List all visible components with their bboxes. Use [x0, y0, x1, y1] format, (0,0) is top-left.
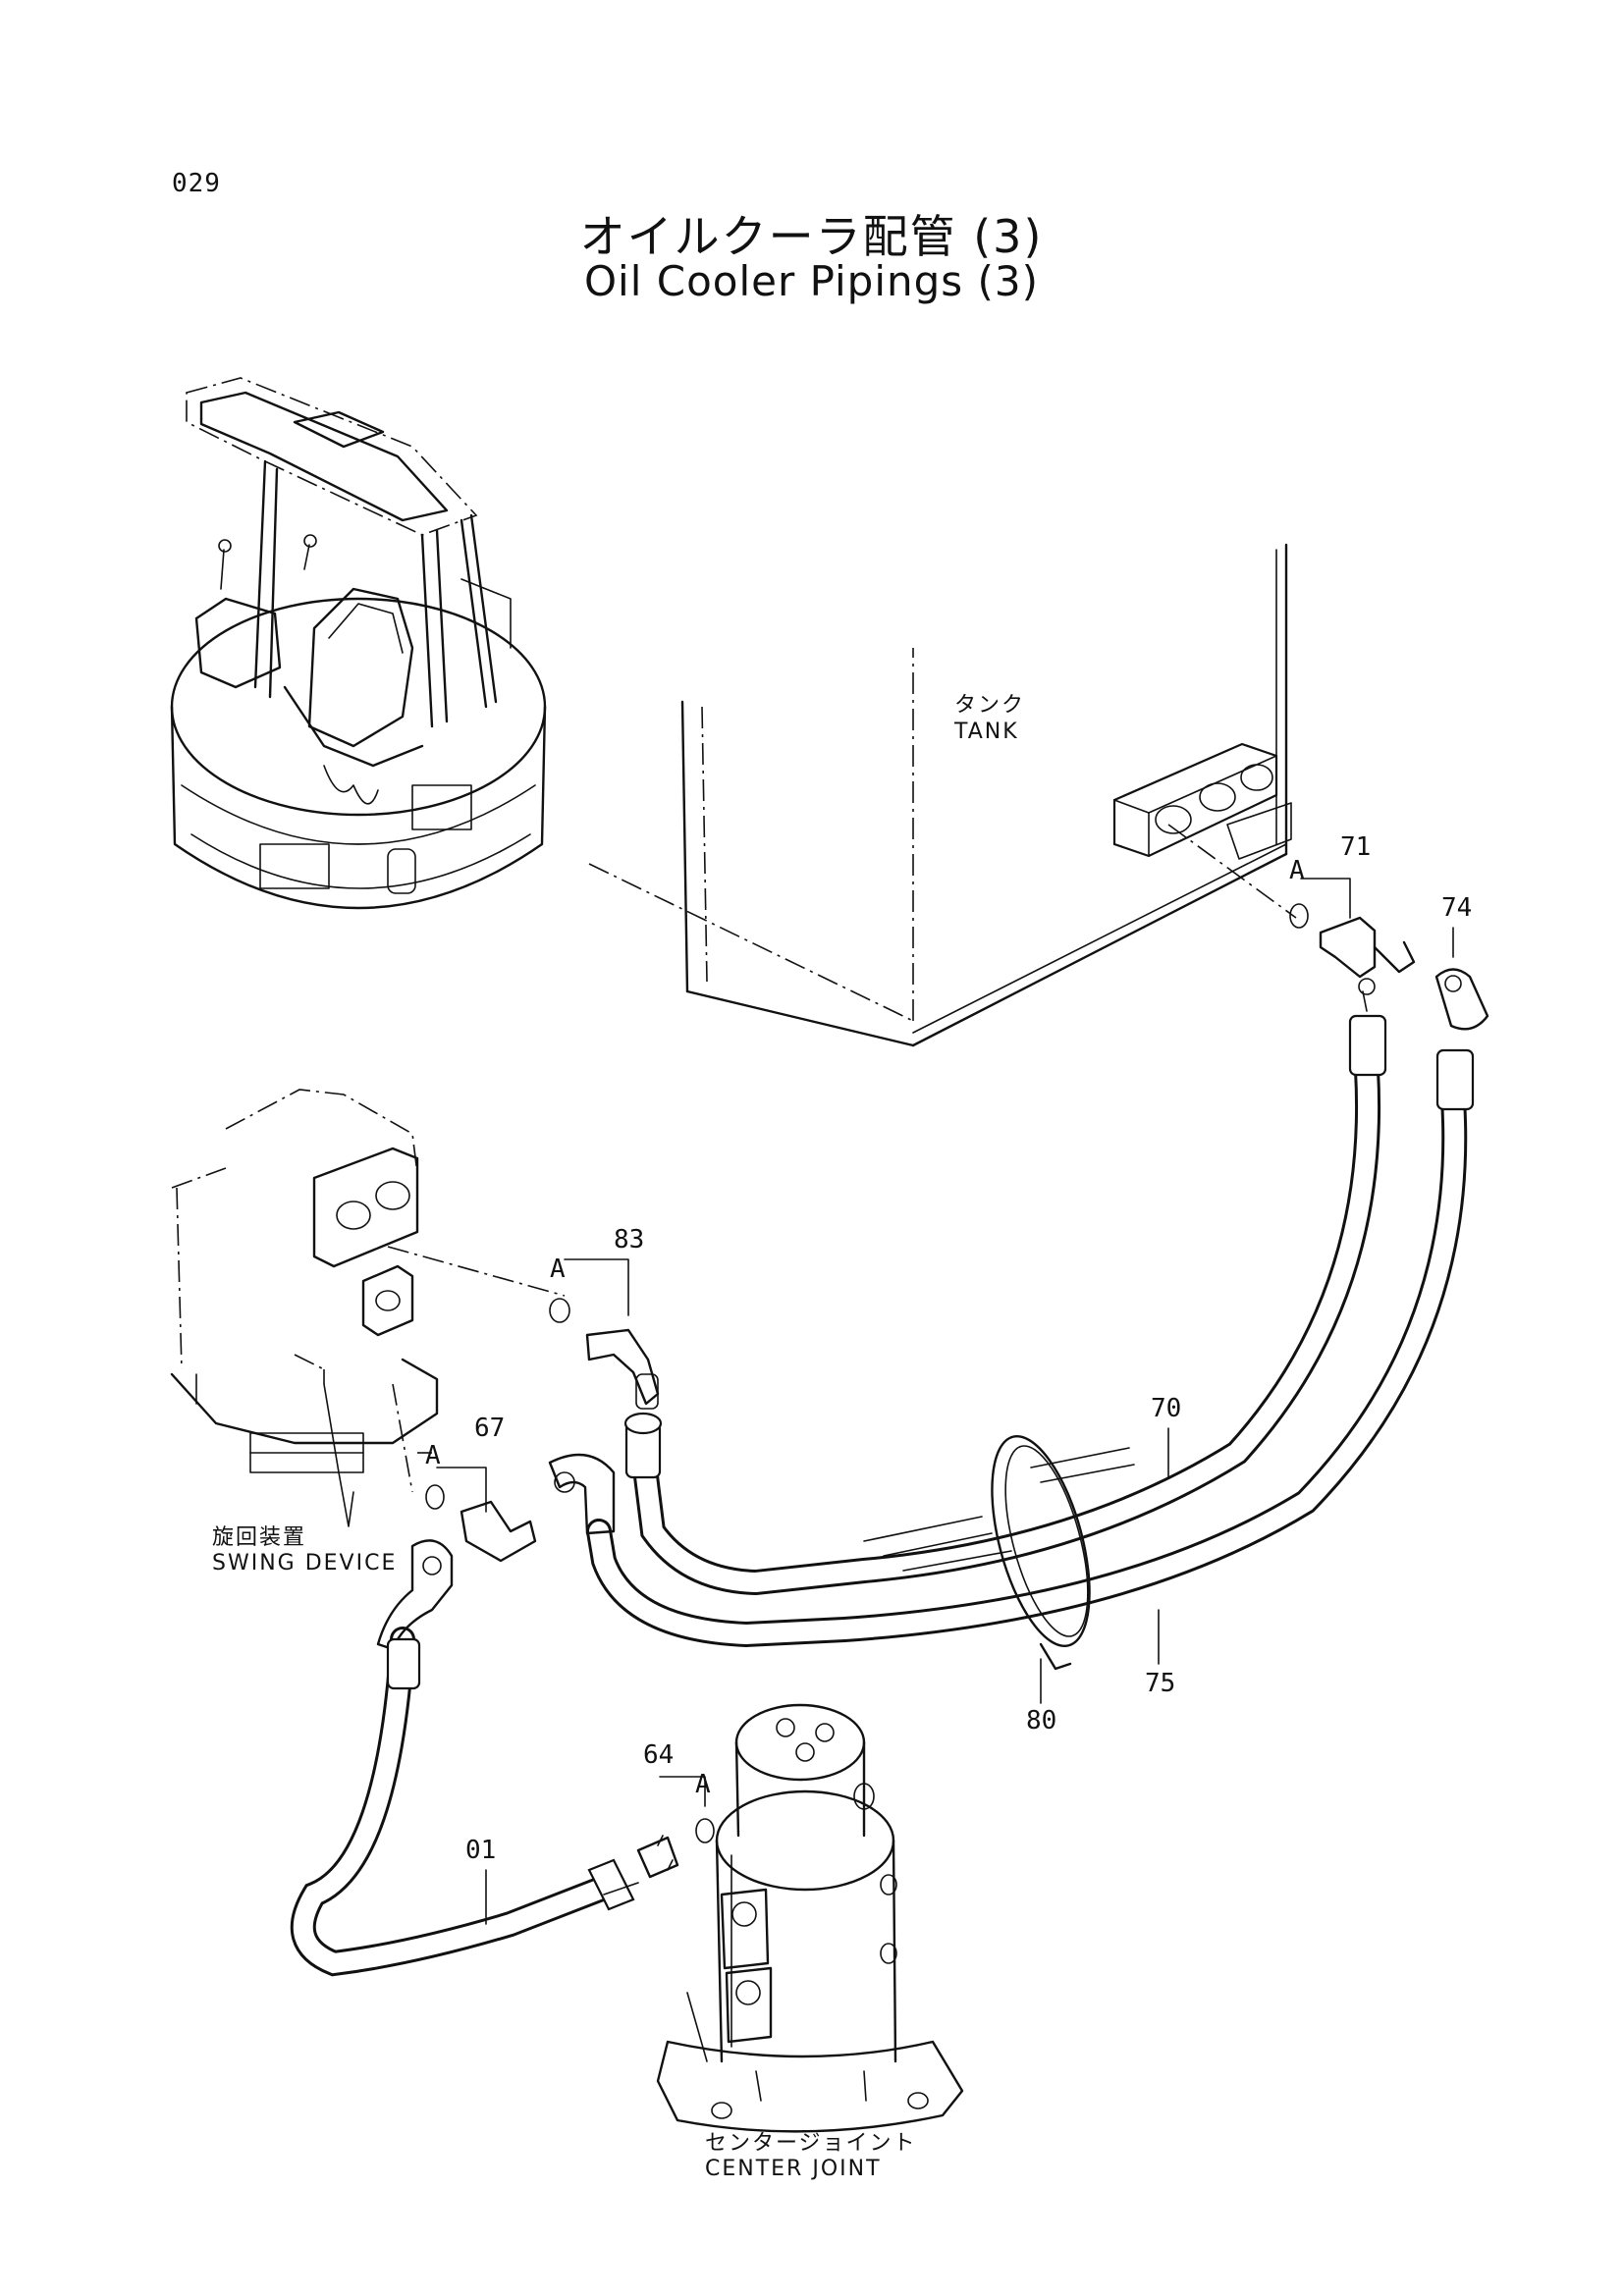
- detail-marker-a-tank: A: [1289, 856, 1305, 885]
- tank-label-japanese: タンク: [954, 693, 1026, 718]
- swing-device-fittings: [425, 1258, 660, 1563]
- center-joint-illustration: [656, 1703, 964, 2133]
- callout-67: 67: [474, 1414, 506, 1443]
- callout-83: 83: [614, 1225, 645, 1255]
- swing-device-label-japanese: 旋回装置: [212, 1525, 307, 1550]
- page-title-english: Oil Cooler Pipings (3): [584, 257, 1039, 305]
- callout-70: 70: [1151, 1394, 1182, 1423]
- swing-device-illustration: [170, 1089, 566, 1527]
- callout-80: 80: [1026, 1706, 1057, 1735]
- hydraulic-tank-illustration: [588, 543, 1297, 1047]
- machine-upper-structure-illustration: [170, 377, 547, 910]
- detail-marker-a-swing-lower: A: [425, 1441, 441, 1470]
- center-joint-label-japanese: センタージョイント: [705, 2131, 917, 2156]
- tank-label-english: TANK: [954, 720, 1019, 744]
- callout-71: 71: [1340, 832, 1372, 862]
- callout-74: 74: [1441, 893, 1473, 923]
- page-number: 029: [172, 169, 221, 198]
- callout-64: 64: [643, 1740, 675, 1770]
- callout-75: 75: [1145, 1669, 1176, 1698]
- hose-assemblies: [548, 1014, 1475, 1704]
- callout-01: 01: [465, 1836, 497, 1865]
- swing-device-label-english: SWING DEVICE: [212, 1551, 398, 1575]
- tank-fittings: [1289, 878, 1489, 1031]
- center-joint-label-english: CENTER JOINT: [705, 2157, 882, 2181]
- page-title-japanese: オイルクーラ配管 (3): [579, 210, 1044, 263]
- detail-marker-a-swing-upper: A: [550, 1255, 566, 1284]
- hose-01-assembly: [290, 1539, 715, 1977]
- detail-marker-a-center-joint: A: [695, 1770, 711, 1799]
